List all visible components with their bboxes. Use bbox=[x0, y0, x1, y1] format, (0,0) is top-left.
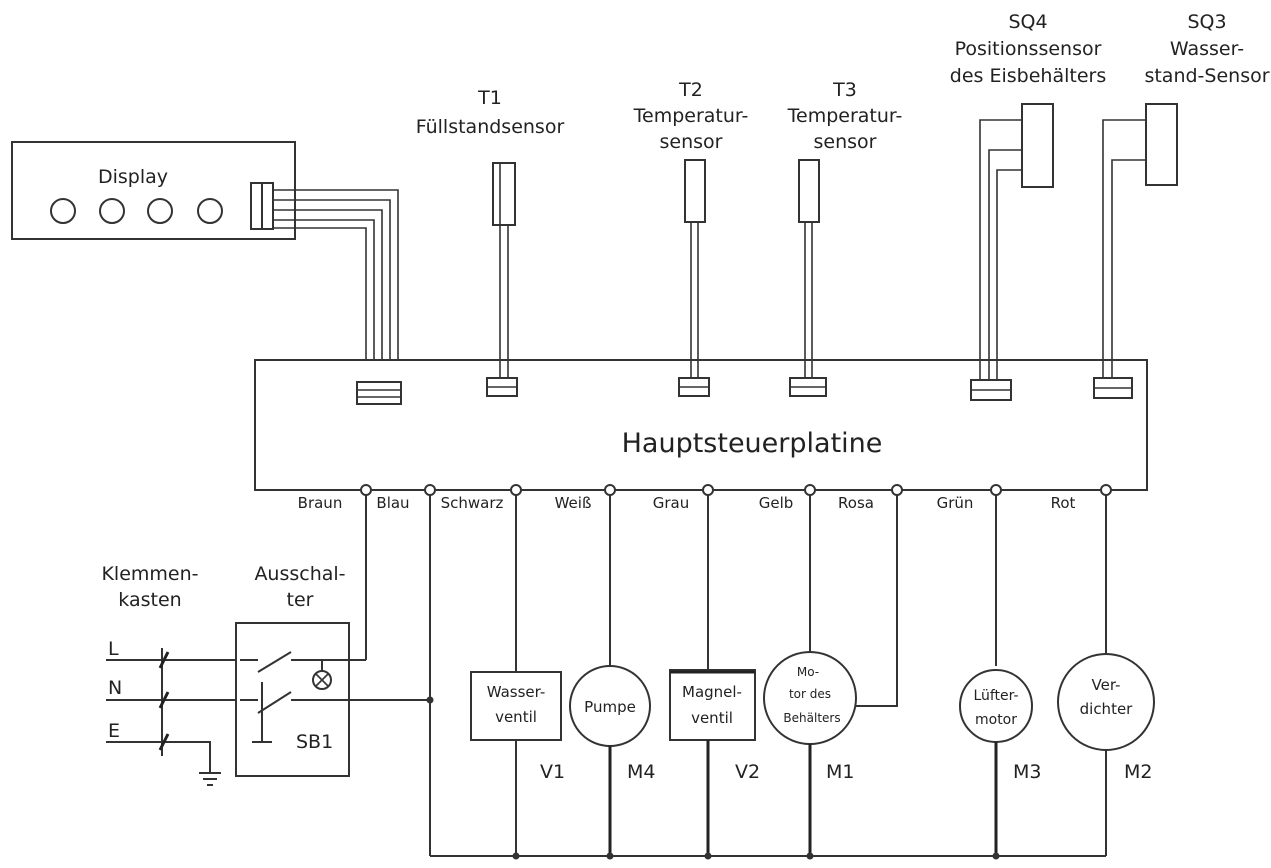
board-terminals bbox=[360, 484, 1112, 496]
fan-motor-line1: Lüfter- bbox=[973, 688, 1018, 704]
wire-label-grau: Grau bbox=[653, 494, 690, 512]
sensor-sq4-line1: Positionssensor bbox=[955, 38, 1102, 60]
connector-display bbox=[356, 381, 402, 405]
bus-junctions bbox=[512, 852, 1000, 860]
terminal-box-line1: Klemmen- bbox=[101, 563, 198, 585]
solenoid-valve-v2: Magnel- ventil V2 bbox=[669, 495, 760, 856]
display-button-1 bbox=[50, 198, 76, 224]
sensor-t3: T3 Temperatur- sensor bbox=[787, 79, 903, 378]
display-button-2 bbox=[99, 198, 125, 224]
switch-line1: Ausschal- bbox=[254, 563, 345, 585]
sensor-sq4: SQ4 Positionssensor des Eisbehälters bbox=[950, 11, 1106, 380]
bin-motor-code: M1 bbox=[826, 761, 854, 783]
pump-m4: Pumpe M4 bbox=[569, 495, 655, 856]
fan-motor-line2: motor bbox=[975, 712, 1017, 728]
bin-motor-line1: Mo- bbox=[797, 665, 819, 679]
solenoid-valve-line1: Magnel- bbox=[682, 683, 742, 701]
ground-symbol bbox=[199, 772, 221, 786]
sensor-t1: T1 Füllstandsensor bbox=[416, 87, 565, 378]
sensor-t2-code: T2 bbox=[678, 79, 703, 101]
wire-label-rosa: Rosa bbox=[838, 494, 874, 512]
terminal-e: E bbox=[108, 720, 120, 742]
water-valve-code: V1 bbox=[540, 761, 565, 783]
sensor-t2-line2: sensor bbox=[660, 131, 723, 153]
solenoid-valve-box bbox=[669, 669, 756, 741]
terminal-box: Klemmen- kasten L N E bbox=[101, 563, 240, 786]
sensor-t3-probe bbox=[798, 159, 820, 223]
sensor-sq3-line2: stand-Sensor bbox=[1144, 65, 1269, 87]
water-valve-line1: Wasser- bbox=[487, 683, 546, 701]
terminal-n: N bbox=[108, 677, 122, 699]
bin-motor-m1: Mo- tor des Behälters M1 bbox=[763, 495, 898, 856]
water-valve-box bbox=[470, 671, 562, 741]
pump-label: Pumpe bbox=[584, 698, 636, 716]
solenoid-valve-line2: ventil bbox=[691, 709, 733, 727]
compressor-code: M2 bbox=[1124, 761, 1152, 783]
bin-motor-line2: tor des bbox=[789, 687, 831, 701]
sensor-t1-name: Füllstandsensor bbox=[416, 116, 565, 138]
fan-motor-m3: Lüfter- motor M3 bbox=[959, 495, 1041, 856]
sensor-t2-line1: Temperatur- bbox=[633, 105, 749, 127]
compressor-line2: dichter bbox=[1080, 700, 1134, 718]
wire-label-rot: Rot bbox=[1051, 494, 1076, 512]
sensor-sq3-line1: Wasser- bbox=[1170, 38, 1244, 60]
main-switch: Ausschal- ter SB1 bbox=[235, 563, 366, 777]
sensor-sq3-body bbox=[1145, 103, 1178, 186]
wire-label-weiss: Weiß bbox=[555, 494, 592, 512]
wire-label-gelb: Gelb bbox=[759, 494, 794, 512]
display-button-3 bbox=[147, 198, 173, 224]
display-cable bbox=[273, 189, 399, 382]
wire-labels: Braun Blau Schwarz Weiß Grau Gelb Rosa G… bbox=[298, 494, 1076, 512]
sensor-sq4-code: SQ4 bbox=[1008, 11, 1047, 33]
terminal-l: L bbox=[108, 638, 119, 660]
water-valve-v1: Wasser- ventil V1 bbox=[470, 495, 565, 856]
fan-motor-circle bbox=[959, 669, 1033, 743]
compressor-m2: Ver- dichter M2 bbox=[1057, 495, 1155, 856]
wire-label-schwarz: Schwarz bbox=[441, 494, 504, 512]
display-button-4 bbox=[197, 198, 223, 224]
sensor-t2-probe bbox=[684, 159, 706, 223]
sensor-t3-line1: Temperatur- bbox=[787, 105, 903, 127]
sensor-t2: T2 Temperatur- sensor bbox=[633, 79, 749, 378]
sensor-sq4-body bbox=[1021, 103, 1054, 188]
switch-code: SB1 bbox=[296, 731, 333, 753]
display-label: Display bbox=[98, 166, 168, 188]
terminal-box-line2: kasten bbox=[118, 589, 181, 611]
sensor-t1-probe bbox=[492, 162, 516, 226]
display-unit: Display bbox=[11, 141, 296, 240]
compressor-line1: Ver- bbox=[1092, 676, 1121, 694]
sensor-sq3: SQ3 Wasser- stand-Sensor bbox=[1102, 11, 1270, 378]
board-connectors bbox=[356, 377, 1133, 405]
solenoid-valve-code: V2 bbox=[735, 761, 760, 783]
sensor-t3-code: T3 bbox=[832, 79, 857, 101]
wire-label-braun: Braun bbox=[298, 494, 343, 512]
sensor-sq3-code: SQ3 bbox=[1187, 11, 1226, 33]
sensor-sq4-line2: des Eisbehälters bbox=[950, 65, 1106, 87]
wire-label-blau: Blau bbox=[376, 494, 409, 512]
sensor-t1-code: T1 bbox=[477, 87, 502, 109]
main-board-label: Hauptsteuerplatine bbox=[622, 428, 883, 459]
switch-line2: ter bbox=[287, 589, 314, 611]
water-valve-line2: ventil bbox=[495, 708, 537, 726]
bin-motor-line3: Behälters bbox=[783, 711, 840, 725]
wire-label-gruen: Grün bbox=[937, 494, 974, 512]
pump-code: M4 bbox=[627, 761, 655, 783]
sensor-t3-line2: sensor bbox=[814, 131, 877, 153]
fan-motor-code: M3 bbox=[1013, 761, 1041, 783]
